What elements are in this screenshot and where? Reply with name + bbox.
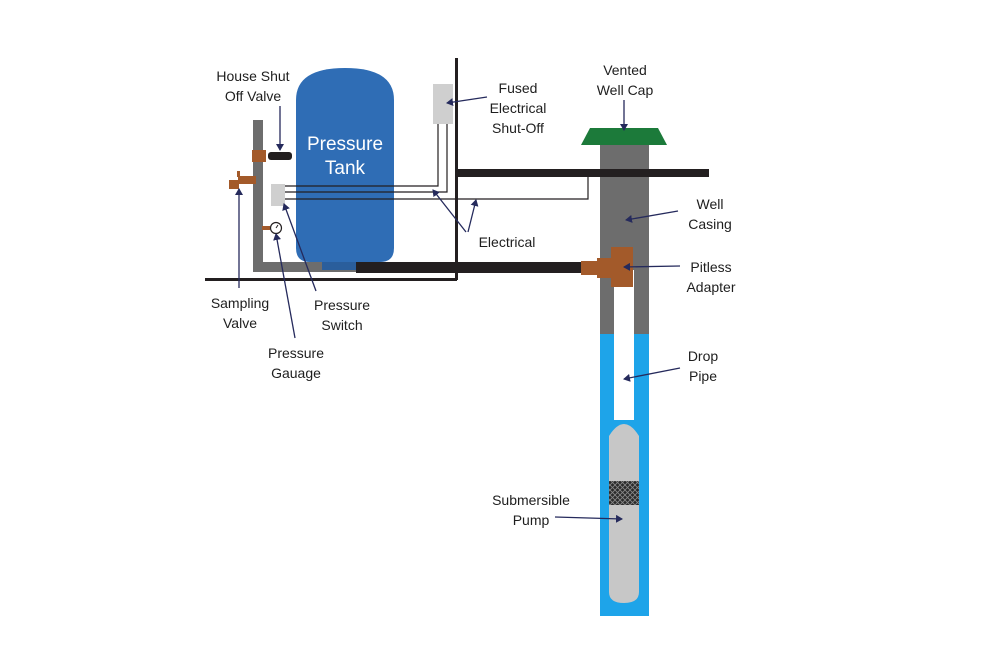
pressure-gauge-needle (275, 224, 279, 229)
drop-pipe-label: Drop Pipe (687, 348, 719, 384)
pressure-tank-label: Pressure Tank (306, 134, 384, 179)
well-casing-label: Well Casing (688, 196, 732, 232)
fused-shutoff-box (433, 84, 453, 124)
house-shutoff-valve-body (252, 150, 266, 162)
pressure-tank-base (322, 262, 368, 270)
leader-gauge (273, 233, 296, 339)
electrical-wire-2 (285, 124, 448, 193)
leader-electrical-2 (467, 199, 479, 233)
electrical-wire-1 (285, 124, 439, 187)
pressure-switch-label: Pressure Switch (313, 297, 371, 333)
vented-well-cap (581, 128, 667, 145)
leader-pitless (623, 262, 681, 271)
leader-switch (282, 203, 317, 292)
leader-drop-pipe (623, 367, 681, 382)
overhead-line (455, 169, 709, 177)
pressure-switch-box (271, 184, 285, 206)
leader-fused (446, 96, 488, 107)
pump-intake-screen (609, 481, 639, 505)
pitless-adapter-left (581, 261, 601, 275)
pitless-adapter-label: Pitless Adapter (686, 259, 736, 295)
house-shutoff-label: House Shut Off Valve (216, 68, 290, 104)
sampling-valve-stem (237, 171, 240, 177)
sampling-valve-label: Sampling Valve (210, 295, 270, 331)
house-shutoff-valve-handle (268, 152, 292, 160)
submersible-pump (609, 424, 639, 603)
sampling-valve-spout (229, 180, 239, 189)
well-cap-label: Vented Well Cap (596, 62, 654, 98)
leader-pump (554, 514, 623, 523)
fused-shutoff-label: Fused Electrical Shut-Off (489, 80, 547, 136)
pitless-adapter-body (611, 247, 633, 287)
pressure-gauge-label: Pressure Gauage (267, 345, 325, 381)
sampling-valve-tee (238, 176, 256, 184)
leader-well-casing (625, 210, 679, 223)
drop-pipe (614, 270, 634, 420)
buried-supply-line (356, 262, 602, 273)
pressure-tank (296, 68, 394, 262)
submersible-pump-label: Submersible Pump (492, 492, 570, 528)
leader-electrical-1 (432, 189, 467, 233)
ground-line (205, 278, 457, 281)
pitless-adapter-stub (597, 258, 613, 278)
electrical-label: Electrical (478, 234, 536, 250)
electrical-wire-3 (285, 177, 589, 200)
pressure-gauge-stem (262, 226, 270, 230)
